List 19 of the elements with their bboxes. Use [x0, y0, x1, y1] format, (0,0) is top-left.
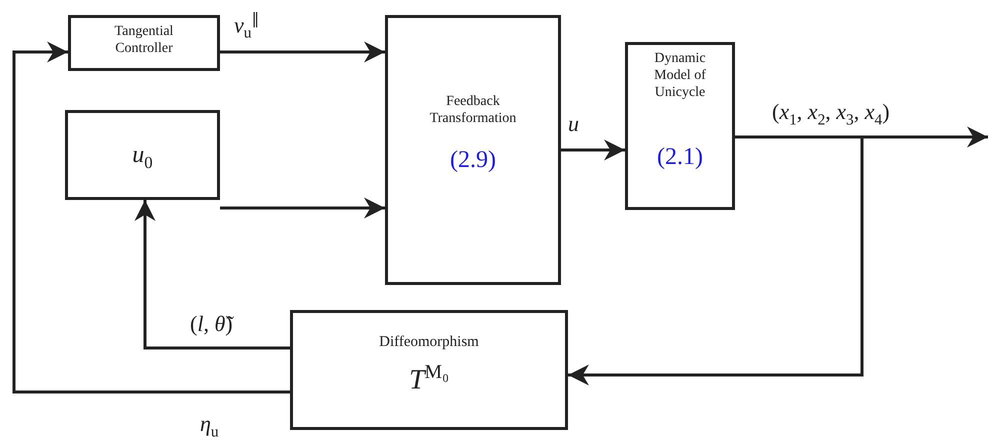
arrow: [561, 140, 625, 160]
block-label: T$^{M₀}$: [408, 361, 450, 397]
block-title: Diffeomorphism: [378, 333, 480, 351]
block-box: [625, 42, 735, 210]
arrow: [134, 200, 290, 350]
block-box: [385, 15, 561, 285]
block-label: u$_{0}$: [131, 141, 154, 173]
block-label: (2.9): [449, 146, 497, 175]
block-label: (2.1): [656, 143, 704, 172]
arrow: [220, 198, 385, 218]
block-box: [290, 310, 568, 430]
block-box: [65, 110, 220, 200]
arrow: [220, 42, 385, 62]
block-box: [68, 15, 220, 71]
block-label: Tangential Controller: [114, 24, 174, 58]
arrow: [12, 42, 290, 394]
arrow: [568, 136, 864, 386]
block-title: Dynamic Model of Unicycle: [653, 51, 707, 102]
block-title: Feedback Transformation: [428, 94, 518, 128]
